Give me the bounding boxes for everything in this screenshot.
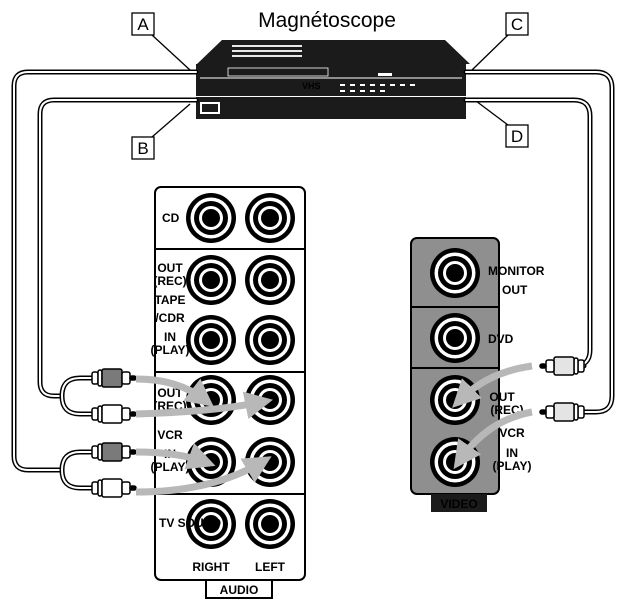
label-tape-name-1: TAPE <box>154 293 185 307</box>
video-jack <box>430 248 480 298</box>
arrow-audio-in-left <box>135 456 272 496</box>
vcr-display <box>340 73 415 92</box>
label-cd: CD <box>162 211 180 225</box>
callout-d-label: D <box>511 127 523 146</box>
label-right: RIGHT <box>192 560 230 574</box>
label-tape-in-2: (PLAY) <box>151 343 190 357</box>
label-tape-in-1: IN <box>164 330 176 344</box>
arrow-video-out <box>452 362 533 408</box>
label-vcr-name: VCR <box>157 428 183 442</box>
audio-panel: CD OUT (REC) TAPE /CDR IN (PLAY) OUT (RE… <box>151 186 306 599</box>
audio-jack-right <box>186 315 236 365</box>
arrow-video-in <box>453 408 533 470</box>
label-vcr-in-2: (PLAY) <box>151 460 190 474</box>
video-panel: VIDEO MONITOR OUT DVD OUT (REC) VCR IN (… <box>410 237 545 512</box>
arrow-audio-out-right <box>135 375 214 407</box>
label-left: LEFT <box>255 560 286 574</box>
callout-a-label: A <box>137 15 149 34</box>
label-tape-out-2: (REC) <box>153 274 186 288</box>
callout-c-label: C <box>511 15 523 34</box>
rca-plug-vcr-out-left <box>91 404 137 424</box>
callout-c: C <box>471 12 529 71</box>
audio-jack-right <box>186 375 236 425</box>
label-video-vcr: VCR <box>499 426 525 440</box>
rca-plug-vcr-in-left <box>91 478 137 498</box>
audio-footer: AUDIO <box>220 583 259 597</box>
vcr-device: Magnétoscope VHS <box>196 9 470 119</box>
rca-plug-vcr-in-right <box>91 442 137 462</box>
callout-a: A <box>131 12 191 71</box>
rca-plug-vcr-out-right <box>91 368 137 388</box>
video-jack <box>430 375 480 425</box>
rca-plug-video-out <box>539 356 585 376</box>
arrow-audio-in-right <box>135 443 216 470</box>
vcr-vents <box>232 45 302 57</box>
audio-jack-right <box>186 499 236 549</box>
rca-plugs <box>91 356 585 498</box>
audio-jack-left <box>245 437 295 487</box>
callout-b: B <box>131 103 191 160</box>
cables <box>11 69 615 491</box>
video-jack <box>430 313 480 363</box>
label-video-in-1: IN <box>506 446 518 460</box>
vcr-brand: VHS <box>302 81 321 91</box>
label-tape-name-2: /CDR <box>155 311 185 325</box>
audio-jack-left <box>245 255 295 305</box>
audio-jack-right <box>186 255 236 305</box>
audio-jack-left <box>245 499 295 549</box>
audio-jack-left <box>245 375 295 425</box>
label-monitor-1: MONITOR <box>488 264 545 278</box>
label-monitor-2: OUT <box>502 283 528 297</box>
signal-arrows <box>135 362 533 496</box>
callout-d: D <box>471 97 529 148</box>
vcr-title: Magnétoscope <box>258 9 396 32</box>
rca-plug-video-in <box>539 402 585 422</box>
callout-b-label: B <box>137 139 148 158</box>
audio-jack-left <box>245 315 295 365</box>
arrow-audio-out-left <box>135 391 273 420</box>
audio-jack-left <box>245 193 295 243</box>
label-vcr-out-1: OUT <box>157 386 183 400</box>
label-tape-out-1: OUT <box>157 261 183 275</box>
label-tv-sound: TV SOUND <box>159 516 221 530</box>
label-video-in-2: (PLAY) <box>493 459 532 473</box>
label-video-out-1: OUT <box>489 390 515 404</box>
video-footer: VIDEO <box>440 497 477 511</box>
audio-jack-right <box>186 193 236 243</box>
video-jacks <box>430 248 480 487</box>
label-dvd: DVD <box>488 332 514 346</box>
